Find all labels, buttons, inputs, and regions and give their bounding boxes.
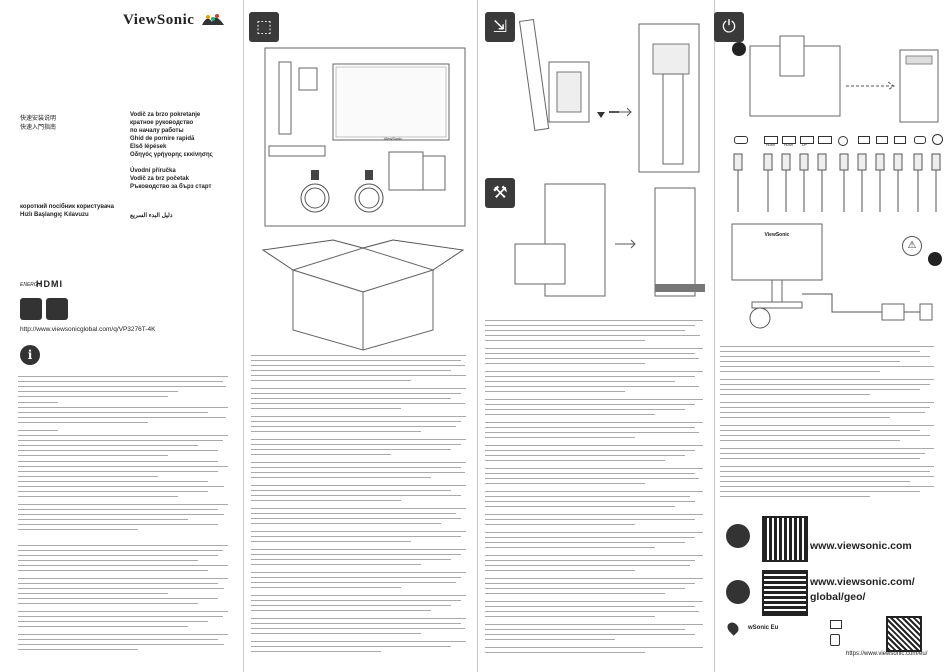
title-right: Οδηγός γρήγορης εκκίνησης xyxy=(130,152,213,158)
geo-url-line1[interactable]: www.viewsonic.com/ xyxy=(810,576,915,588)
port-label: DP xyxy=(802,143,807,147)
geo-url-line2[interactable]: global/geo/ xyxy=(810,591,866,603)
hdmi-logo: HDMI xyxy=(36,279,63,289)
title-tr: Hızlı Başlangıç Kılavuzu xyxy=(20,212,89,218)
stand-step2-illustration xyxy=(514,183,705,297)
manual-icon xyxy=(20,298,42,320)
footer-url[interactable]: https://www.viewsonic.com/eu/ xyxy=(846,651,928,657)
qr-code xyxy=(886,616,922,652)
stand-icon: ⇲ xyxy=(485,12,515,42)
plug-icon: ⏻ xyxy=(714,12,744,42)
svg-text:ViewSonic: ViewSonic xyxy=(384,136,403,141)
wrench-icon: ⚒ xyxy=(485,178,515,208)
port-usb xyxy=(894,136,906,144)
qr-code xyxy=(762,516,808,562)
connections-panel: ⏻ HDMI HDMI DP xyxy=(714,0,950,672)
download-icon xyxy=(46,298,68,320)
birds-logo-icon xyxy=(200,10,226,28)
monitor-back-illustration xyxy=(749,35,939,123)
stand-install-panel: ⇲ ⚒ xyxy=(477,0,714,672)
headset-icon xyxy=(726,524,750,548)
power-connection-illustration: ViewSonic xyxy=(731,223,933,329)
box-contents-panel: ⬚ ViewSonic xyxy=(243,0,477,672)
download-url[interactable]: http://www.viewsonicglobal.com/q/VP3276T… xyxy=(20,326,156,333)
phone-icon xyxy=(830,634,840,646)
port-dp xyxy=(800,136,814,144)
port-usb-c xyxy=(914,136,926,144)
title-right: Úvodní příručka xyxy=(130,168,176,174)
port-usb xyxy=(876,136,888,144)
cover-panel: ViewSonic 快速安装说明 快速入門指南 Vodič za brzo po… xyxy=(0,0,243,672)
title-uk: короткий посібник користувача xyxy=(20,204,114,210)
port-usb-c xyxy=(734,136,748,144)
panel-divider xyxy=(477,0,478,672)
warning-icon: ⚠ xyxy=(902,236,922,256)
svg-text:ViewSonic: ViewSonic xyxy=(765,232,790,238)
port-label: HDMI xyxy=(766,143,775,147)
cables-illustration xyxy=(733,153,941,212)
title-right: Vodič za brz početak xyxy=(130,176,189,182)
port-label: HDMI xyxy=(784,143,793,147)
title-right: кратное руководство xyxy=(130,120,194,126)
panel-divider xyxy=(243,0,244,672)
title-zh-tw: 快速入門指南 xyxy=(20,125,57,131)
mail-icon xyxy=(830,620,842,629)
globe-icon xyxy=(726,580,750,604)
title-right: Vodič za brzo pokretanje xyxy=(130,112,201,118)
box-illustration xyxy=(261,239,465,351)
title-zh-cn: 快速安装说明 xyxy=(20,116,57,122)
step-b-marker xyxy=(928,252,942,266)
stand-step1-illustration xyxy=(518,18,700,173)
title-ar: دليل البدء السريع xyxy=(130,213,173,219)
brand-logo: ViewSonic xyxy=(123,12,195,28)
package-contents-illustration: ViewSonic xyxy=(264,47,466,227)
step-a-marker xyxy=(732,42,746,56)
port-dp xyxy=(818,136,832,144)
port-hdmi xyxy=(782,136,796,144)
port-power xyxy=(932,134,943,145)
energy-logo: ENERGY xyxy=(20,282,42,288)
port-usb xyxy=(858,136,870,144)
info-icon: i xyxy=(20,345,40,365)
location-icon xyxy=(725,620,741,636)
port-hdmi xyxy=(764,136,778,144)
title-right: по началу работы xyxy=(130,128,184,134)
social-handle: wSonic Eu xyxy=(748,625,779,631)
port-audio xyxy=(838,136,848,146)
panel-divider xyxy=(714,0,715,672)
support-url[interactable]: www.viewsonic.com xyxy=(810,540,912,552)
title-right: Ghid de pornire rapidă xyxy=(130,136,195,142)
qr-code xyxy=(762,570,808,616)
title-right: Első lépések xyxy=(130,144,167,150)
box-icon: ⬚ xyxy=(249,12,279,42)
title-right: Ръководство за бърз старт xyxy=(130,184,212,190)
